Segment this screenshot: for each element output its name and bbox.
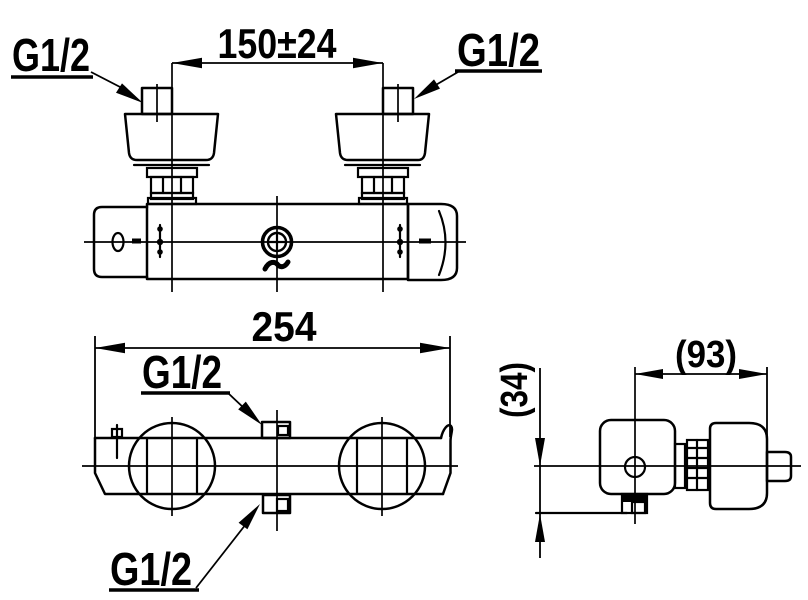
dim-depth: (93) — [635, 334, 768, 452]
arrowhead-down-icon — [535, 438, 545, 466]
left-handle-circle — [127, 421, 217, 511]
right-end-cap — [406, 202, 459, 282]
arrowhead-left-icon — [95, 342, 125, 354]
outlet-top-thread-label: G1/2 — [142, 346, 222, 398]
leader-arrowhead-icon — [238, 401, 262, 425]
side-bottom-outlet — [534, 492, 649, 515]
bottom-outlet-fitting — [261, 493, 292, 515]
dim-34-value: (34) — [494, 362, 536, 418]
arrowhead-right-icon — [420, 342, 450, 354]
valve-neck — [673, 438, 710, 492]
label-inlet-left: G1/2 — [11, 29, 143, 103]
valve-body — [92, 202, 459, 282]
flange-edges — [145, 436, 409, 496]
left-screw-detail — [156, 223, 164, 259]
side-center-screw — [623, 455, 647, 479]
left-end-cap — [92, 205, 149, 279]
arrowhead-right-icon — [739, 369, 767, 379]
arrowhead-up-icon — [535, 514, 545, 542]
front-view — [84, 63, 466, 292]
knob-end-arc — [437, 209, 447, 277]
left-cap-detail — [111, 231, 125, 253]
right-handle-circle — [337, 421, 427, 511]
right-escutcheon — [334, 112, 431, 162]
side-view — [534, 367, 801, 524]
wall-bracket-hook — [439, 424, 454, 496]
plan-view — [82, 410, 458, 531]
handle-end-nub — [765, 450, 793, 483]
left-inlet-fitting — [123, 86, 220, 206]
left-escutcheon — [123, 112, 220, 162]
inlet-left-thread-label: G1/2 — [12, 29, 90, 81]
dim-254-value: 254 — [252, 303, 318, 350]
dim-overall-width: 254 — [94, 303, 451, 437]
dim-150-24-value: 150±24 — [218, 20, 338, 67]
dim-inlet-center-distance: 150±24 — [172, 20, 383, 69]
arrowhead-left-icon — [172, 57, 202, 69]
label-outlet-top: G1/2 — [141, 346, 262, 425]
leader-arrowhead-icon — [414, 79, 440, 99]
arrowhead-right-icon — [353, 57, 383, 69]
arrowhead-left-icon — [635, 369, 663, 379]
inlet-right-thread-label: G1/2 — [457, 24, 540, 76]
outlet-lever-detail — [262, 259, 291, 272]
temperature-handle — [708, 421, 769, 511]
leader-arrowhead-icon — [116, 83, 143, 103]
outlet-bottom-thread-label: G1/2 — [110, 543, 192, 595]
shower-outlet-port — [260, 225, 294, 272]
label-outlet-bottom: G1/2 — [109, 504, 260, 595]
dim-93-value: (93) — [675, 334, 737, 376]
right-inlet-fitting — [334, 86, 431, 206]
right-screw-detail — [396, 223, 404, 259]
dim-outlet-offset: (34) — [494, 362, 545, 558]
plan-body-outline — [93, 424, 454, 496]
leader-arrowhead-icon — [238, 504, 260, 530]
side-view-centerlines — [534, 367, 801, 524]
top-outlet-fitting — [260, 420, 292, 440]
label-inlet-right: G1/2 — [414, 24, 542, 99]
left-pin-detail — [110, 423, 124, 460]
